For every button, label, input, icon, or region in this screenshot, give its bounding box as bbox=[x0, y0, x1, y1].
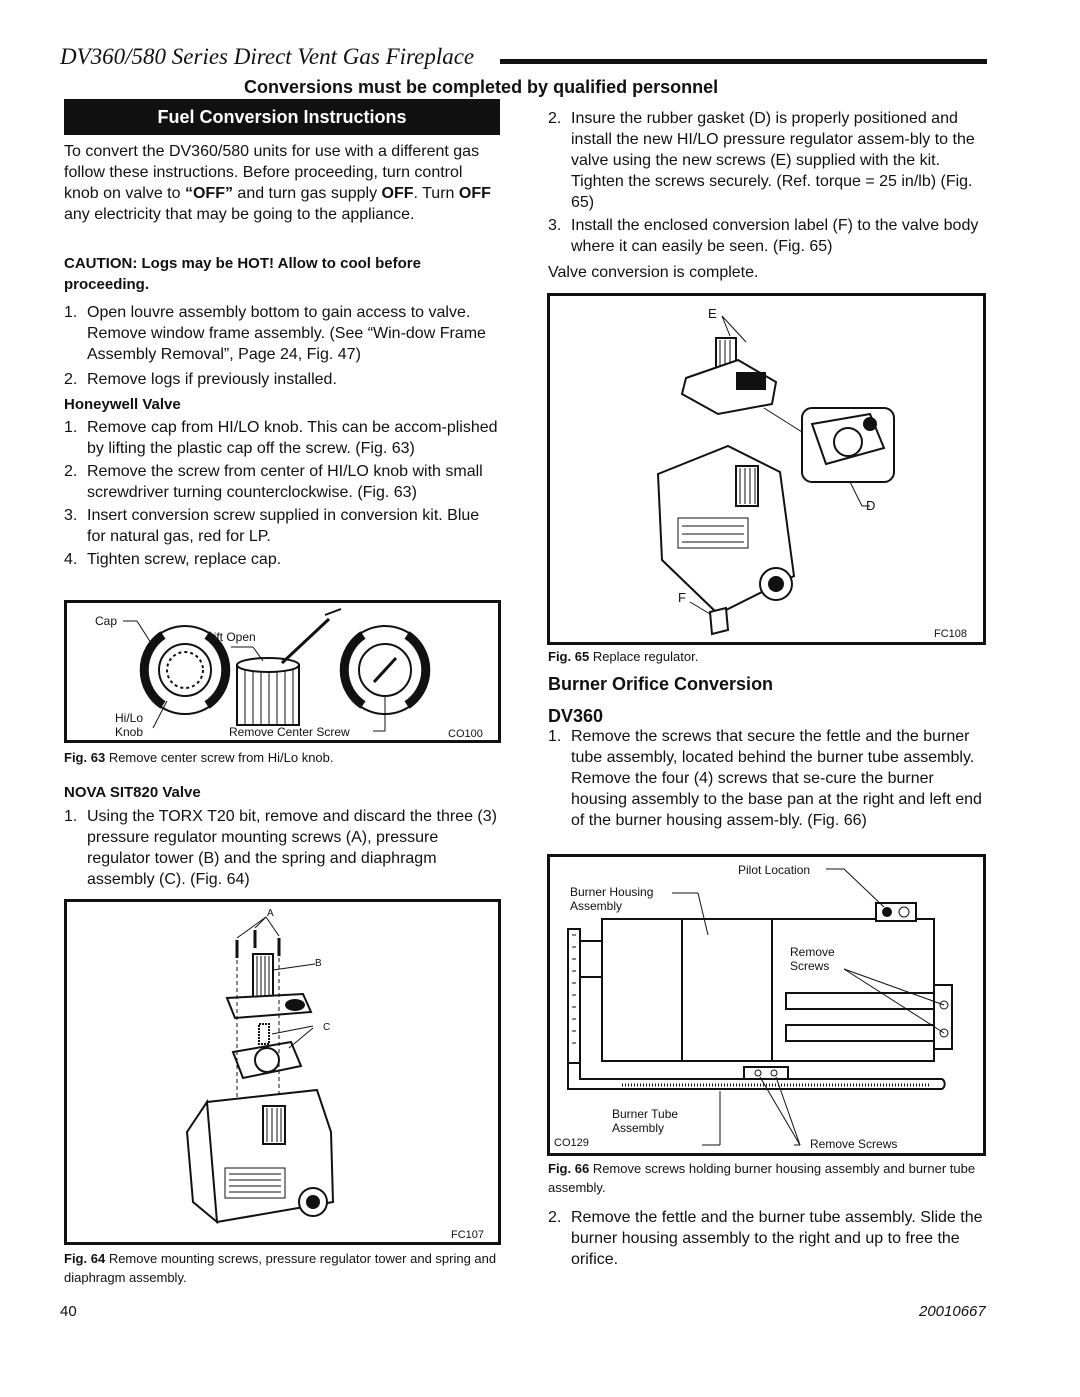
burner-steps-2: 2.Remove the fettle and the burner tube … bbox=[548, 1207, 986, 1270]
burner-tube-label-2: Assembly bbox=[612, 1121, 665, 1135]
honeywell-steps: 1.Remove cap from HI/LO knob. This can b… bbox=[64, 417, 500, 570]
burner-housing-illustration bbox=[567, 868, 953, 1146]
nova-heading: NOVA SIT820 Valve bbox=[64, 784, 201, 801]
remove-screws-bottom-label: Remove Screws bbox=[810, 1137, 898, 1151]
label-c: C bbox=[323, 1022, 331, 1033]
intro-text-1: To convert the DV360/580 units for use w… bbox=[64, 143, 480, 202]
figure-66: Pilot Location Burner Housing Assembly R… bbox=[547, 854, 986, 1156]
figure-code: FC108 bbox=[934, 628, 968, 640]
hilo-label: Hi/Lo bbox=[115, 711, 144, 725]
regulator-illustration bbox=[656, 315, 895, 636]
caution-text: CAUTION: Logs may be HOT! Allow to cool … bbox=[64, 255, 421, 293]
list-item: 2.Remove the fettle and the burner tube … bbox=[548, 1209, 983, 1268]
list-item: 1.Using the TORX T20 bit, remove and dis… bbox=[64, 808, 497, 888]
page-number: 40 bbox=[60, 1303, 77, 1320]
list-item: 3.Insert conversion screw supplied in co… bbox=[64, 507, 480, 545]
figure-64: A B C FC107 bbox=[64, 899, 501, 1245]
document-number: 20010667 bbox=[919, 1303, 986, 1320]
figure-66-caption: Fig. 66 Remove screws holding burner hou… bbox=[548, 1161, 976, 1195]
figure-63: Cap Lift Open Hi/Lo Knob Remove Center S… bbox=[64, 600, 501, 743]
figure-63-caption: Fig. 63 Remove center screw from Hi/Lo k… bbox=[64, 750, 334, 765]
burner-tube-label: Burner Tube bbox=[612, 1107, 679, 1121]
burner-subheading: DV360 bbox=[548, 706, 604, 726]
label-b: B bbox=[315, 958, 322, 969]
label-e: E bbox=[708, 306, 717, 321]
section-title-bar: Fuel Conversion Instructions bbox=[64, 99, 500, 135]
complete-text: Valve conversion is complete. bbox=[548, 264, 759, 281]
honeywell-heading: Honeywell Valve bbox=[64, 396, 181, 413]
valve-exploded-illustration bbox=[185, 916, 335, 1225]
page-subtitle: Conversions must be completed by qualifi… bbox=[244, 77, 719, 97]
intro-off-3: OFF bbox=[458, 185, 491, 202]
figure-code: FC107 bbox=[451, 1229, 485, 1241]
list-item: 4.Tighten screw, replace cap. bbox=[64, 551, 282, 568]
remove-screws-label: Remove bbox=[790, 945, 835, 959]
burner-steps: 1.Remove the screws that secure the fett… bbox=[548, 726, 986, 831]
list-item: 3.Install the enclosed conversion label … bbox=[548, 217, 979, 255]
remove-center-screw-label: Remove Center Screw bbox=[229, 725, 350, 739]
figure-64-caption: Fig. 64 Remove mounting screws, pressure… bbox=[64, 1251, 497, 1285]
list-item: 1.Open louvre assembly bottom to gain ac… bbox=[64, 304, 486, 363]
lift-open-label: Lift Open bbox=[207, 630, 256, 644]
list-item: 2.Remove logs if previously installed. bbox=[64, 371, 337, 388]
label-d: D bbox=[866, 498, 876, 513]
burner-housing-label-2: Assembly bbox=[570, 899, 623, 913]
nova-steps: 1.Using the TORX T20 bit, remove and dis… bbox=[64, 806, 500, 890]
pilot-location-label: Pilot Location bbox=[738, 863, 811, 877]
knob-illustration bbox=[123, 608, 431, 732]
label-f: F bbox=[678, 590, 686, 605]
figure-65-caption: Fig. 65 Replace regulator. bbox=[548, 649, 699, 664]
header-rule bbox=[500, 59, 987, 64]
intro-text-4: any electricity that may be going to the… bbox=[64, 206, 415, 223]
regulator-steps: 2.Insure the rubber gasket (D) is proper… bbox=[548, 108, 986, 257]
intro-text-2: and turn gas supply bbox=[232, 185, 382, 202]
list-item: 1.Remove the screws that secure the fett… bbox=[548, 728, 982, 829]
intro-off-2: OFF bbox=[381, 185, 414, 202]
prep-steps: 1.Open louvre assembly bottom to gain ac… bbox=[64, 302, 500, 390]
label-a: A bbox=[267, 908, 274, 919]
list-item: 2.Remove the screw from center of HI/LO … bbox=[64, 463, 483, 501]
intro-paragraph: To convert the DV360/580 units for use w… bbox=[64, 141, 500, 225]
knob-label: Knob bbox=[115, 725, 144, 739]
figure-code: CO129 bbox=[554, 1137, 589, 1149]
burner-heading: Burner Orifice Conversion bbox=[548, 674, 774, 694]
intro-off-1: “OFF” bbox=[184, 185, 233, 202]
cap-label: Cap bbox=[95, 614, 118, 628]
list-item: 1.Remove cap from HI/LO knob. This can b… bbox=[64, 419, 498, 457]
figure-65: E D F FC108 bbox=[547, 293, 986, 645]
list-item: 2.Insure the rubber gasket (D) is proper… bbox=[548, 110, 975, 211]
page-title: DV360/580 Series Direct Vent Gas Firepla… bbox=[60, 44, 475, 69]
figure-code: CO100 bbox=[448, 728, 483, 740]
intro-text-3: . Turn bbox=[413, 185, 459, 202]
burner-housing-label: Burner Housing bbox=[570, 885, 654, 899]
remove-screws-label-2: Screws bbox=[790, 959, 830, 973]
